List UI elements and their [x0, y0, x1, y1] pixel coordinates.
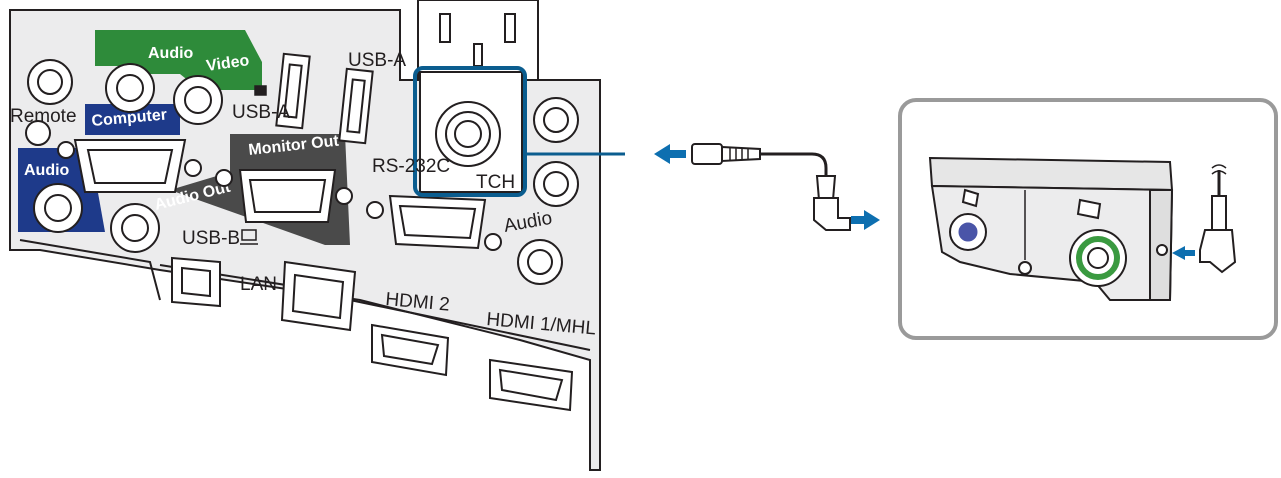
jack-audio-top [105, 63, 155, 113]
cable-assembly [654, 143, 880, 231]
audio-video-tag [95, 30, 262, 90]
touch-arrow-left [1172, 246, 1195, 260]
remote-label: Remote [10, 106, 77, 127]
audio-left-label: Audio [24, 162, 70, 179]
tch-jack-inner [445, 111, 491, 157]
right-lock-icon [1076, 198, 1102, 220]
computer-vga-port [73, 139, 187, 193]
usb-a-label-2: USB-A [348, 50, 406, 71]
arrow-left [654, 144, 686, 164]
jack-top-left [27, 59, 73, 105]
jack-audio-out [110, 203, 160, 253]
jack-right-mid [533, 161, 579, 207]
cable-plug-straight [691, 143, 723, 165]
touch-unit [928, 156, 1174, 301]
power-pin-right [504, 13, 516, 43]
round-jacks [25, 59, 579, 285]
tch-jack-core [454, 120, 482, 148]
jack-video [173, 75, 223, 125]
touch-plug-angled [1199, 229, 1237, 274]
tch-highlight-frame [413, 66, 527, 197]
rs232c-port [388, 194, 487, 250]
tch-label: TCH [476, 172, 515, 193]
jack-audio-left [33, 183, 83, 233]
touch-unit-port [1156, 244, 1168, 256]
cable-plug-angled [813, 197, 851, 231]
usb-a-label-1: USB-A [232, 102, 290, 123]
video-label: Video [205, 52, 250, 75]
computer-label: Computer [91, 106, 168, 130]
touch-unit-top [928, 156, 1174, 192]
hdmi-ports [371, 323, 574, 412]
arrow-right [851, 210, 880, 230]
cable-plug-strain-relief [721, 145, 761, 163]
touch-plug-strain [1211, 195, 1227, 233]
usb-ports [171, 52, 374, 332]
cable-wire [760, 152, 828, 176]
left-lock-icon [961, 188, 980, 208]
usb-b-port [171, 256, 221, 308]
usb-small-glyphs [240, 85, 267, 245]
touch-unit-cable [1172, 164, 1237, 274]
cable-break-icon [1211, 164, 1227, 175]
audio-top-label: Audio [148, 45, 194, 62]
lan-label: LAN [240, 274, 277, 295]
usb-b-label: USB-B [182, 228, 240, 249]
remote-jack [25, 120, 51, 146]
cable-plug-angled-strain [815, 175, 837, 201]
hdmi2-label: HDMI 2 [385, 289, 451, 316]
usb-a-device-icon [254, 85, 267, 96]
usb-b-computer-icon [241, 229, 257, 241]
d-sub-ports [57, 139, 502, 251]
jack-audio-right [517, 239, 563, 285]
rs232c-label: RS-232C [372, 156, 450, 177]
jack-right-top [533, 97, 579, 143]
power-pin-left [439, 13, 451, 43]
monitor-out-vga-port [238, 169, 337, 223]
computer-tag [85, 104, 180, 135]
